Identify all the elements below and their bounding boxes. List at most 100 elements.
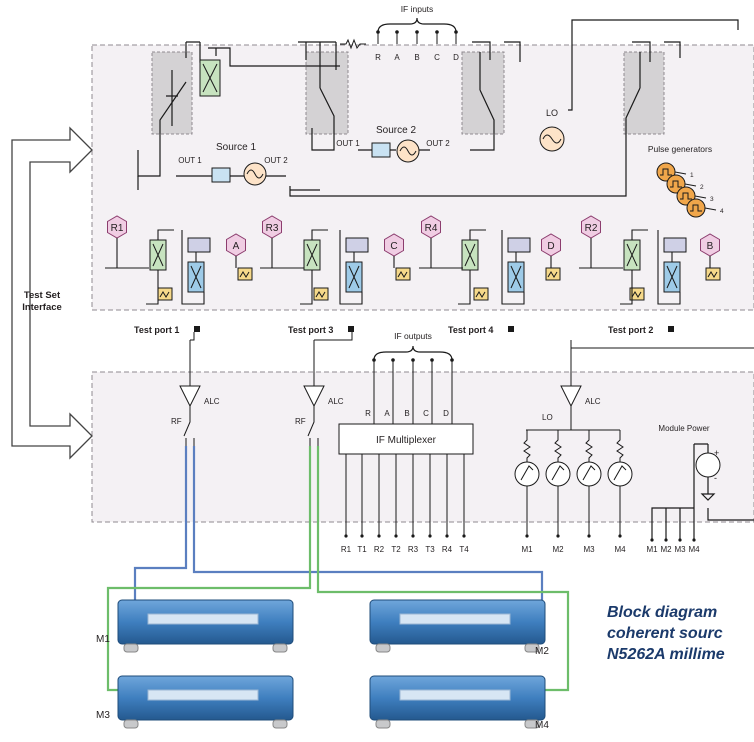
if-input-node-b: [415, 30, 419, 34]
attenuator-1: [188, 238, 210, 252]
test-set-interface-label: Test Set: [24, 290, 61, 301]
mixer-module-2-label-plate: [400, 614, 510, 624]
rf-label-1: RF: [171, 417, 182, 426]
module-power-minus: -: [714, 473, 717, 483]
lo-dist-label: LO: [542, 413, 553, 422]
test-port-4-connector: [668, 326, 674, 332]
mux-out-label-r3: R3: [408, 545, 419, 554]
module-label-m3: M3: [96, 710, 110, 721]
caption-line-1: Block diagram: [607, 604, 717, 621]
lo-out-label-m2: M2: [552, 545, 564, 554]
caption-line-2: coherent sourc: [607, 625, 723, 642]
attenuator-4: [664, 238, 686, 252]
receiver-label-r4: R4: [425, 223, 438, 234]
mixer-module-3-foot-r: [273, 720, 287, 728]
mux-out-label-t3: T3: [425, 545, 435, 554]
mux-out-label-t2: T2: [391, 545, 401, 554]
mixer-module-1-foot-r: [273, 644, 287, 652]
mixer-module-1-foot-l: [124, 644, 138, 652]
mux-out-node-4: [411, 534, 414, 537]
lo-label: LO: [546, 108, 558, 118]
detector-4b: [706, 268, 720, 280]
source1-label: Source 1: [216, 142, 256, 153]
test-port-4-label: Test port 2: [608, 325, 653, 335]
if-output-letter-d: D: [443, 409, 449, 418]
alc-label-1: ALC: [204, 397, 220, 406]
module-power-plus: +: [714, 448, 719, 458]
mux-out-node-0: [344, 534, 347, 537]
source2-out2-label: OUT 2: [426, 139, 450, 148]
lo-out-node-4: [618, 534, 621, 537]
mux-out-node-6: [445, 534, 448, 537]
test-set-interface-label-2: Interface: [22, 302, 62, 313]
receiver-label-d: D: [547, 241, 554, 252]
if-output-node-c: [430, 358, 434, 362]
caption-line-3: N5262A millime: [607, 646, 725, 663]
source2-out1-label: OUT 1: [336, 139, 360, 148]
lo-amp-4-icon: [608, 462, 632, 486]
if-output-letter-b: B: [404, 409, 409, 418]
source1-out1-label: OUT 1: [178, 156, 202, 165]
lo-amp-2-icon: [546, 462, 570, 486]
pulse-number-2: 2: [700, 184, 704, 191]
if-output-letter-c: C: [423, 409, 429, 418]
if-input-node-a: [395, 30, 399, 34]
alc-label-2: ALC: [328, 397, 344, 406]
if-input-letter-d: D: [453, 53, 459, 62]
if-input-node-d: [454, 30, 458, 34]
lo-out-node-1: [525, 534, 528, 537]
mux-out-label-t1: T1: [357, 545, 367, 554]
module-label-m1: M1: [96, 634, 110, 645]
mux-out-label-r2: R2: [374, 545, 385, 554]
power-out-node-4: [692, 538, 695, 541]
lo-out-node-3: [587, 534, 590, 537]
mux-out-label-r1: R1: [341, 545, 352, 554]
test-port-3-label: Test port 4: [448, 325, 493, 335]
if-output-node-a: [391, 358, 395, 362]
if-input-node-c: [435, 30, 439, 34]
if-outputs-brace: [374, 346, 452, 360]
mux-out-node-2: [377, 534, 380, 537]
detector-3a: [474, 288, 488, 300]
mixer-module-4-foot-l: [376, 720, 390, 728]
rf-label-2: RF: [295, 417, 306, 426]
mux-out-node-3: [394, 534, 397, 537]
mixer-module-1-label-plate: [148, 614, 258, 624]
pulse-number-1: 1: [690, 172, 694, 179]
power-out-label-m3: M3: [674, 545, 686, 554]
lo-out-node-2: [556, 534, 559, 537]
pulse-generator-4-icon: [687, 199, 705, 217]
mux-out-node-7: [462, 534, 465, 537]
power-out-label-m1: M1: [646, 545, 658, 554]
attenuator-2: [346, 238, 368, 252]
source2-label: Source 2: [376, 125, 416, 136]
if-output-letter-r: R: [365, 409, 371, 418]
switch-box-4: [624, 52, 664, 134]
if-input-letter-r: R: [375, 53, 381, 62]
module-power-label: Module Power: [658, 424, 709, 433]
module-label-m2: M2: [535, 646, 549, 657]
pulse-number-4: 4: [720, 208, 724, 215]
receiver-label-c: C: [390, 241, 397, 252]
alc-label-lo: ALC: [585, 397, 601, 406]
if-output-node-d: [450, 358, 454, 362]
mixer-module-3-foot-l: [124, 720, 138, 728]
module-label-m4: M4: [535, 720, 549, 731]
lo-amp-3-icon: [577, 462, 601, 486]
if-input-letter-a: A: [394, 53, 400, 62]
if-input-letter-b: B: [414, 53, 419, 62]
pulse-generators-label: Pulse generators: [648, 144, 712, 154]
switch-box-2: [306, 52, 348, 134]
power-out-node-3: [678, 538, 681, 541]
if-multiplexer-label: IF Multiplexer: [376, 435, 437, 446]
switch-box-3: [462, 52, 504, 134]
source2-isolator: [372, 143, 390, 157]
if-output-letter-a: A: [384, 409, 390, 418]
detector-2b: [396, 268, 410, 280]
attenuator-3: [508, 238, 530, 252]
lo-amp-1-icon: [515, 462, 539, 486]
mux-out-label-t4: T4: [459, 545, 469, 554]
source1-out2-label: OUT 2: [264, 156, 288, 165]
receiver-label-r3: R3: [266, 223, 279, 234]
